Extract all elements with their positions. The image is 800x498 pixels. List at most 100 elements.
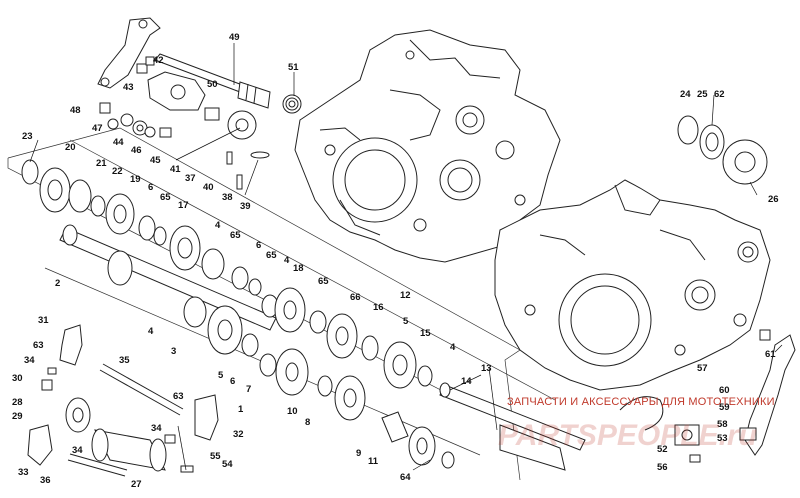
label-32: 32 <box>233 429 244 440</box>
label-52: 52 <box>657 444 668 455</box>
label-6a: 6 <box>148 182 153 193</box>
label-23: 23 <box>22 131 33 142</box>
output-shaft <box>439 382 586 471</box>
kick-plate-hole <box>170 84 186 100</box>
label-35: 35 <box>119 355 130 366</box>
kick-bolts <box>99 56 172 138</box>
label-65d: 65 <box>318 276 329 287</box>
label-7: 7 <box>246 384 251 395</box>
label-33: 33 <box>18 467 29 478</box>
label-51: 51 <box>288 62 299 73</box>
label-26: 26 <box>768 194 779 205</box>
label-66: 66 <box>350 292 361 303</box>
label-5b: 5 <box>218 370 224 381</box>
watermark-brand: PARTSPEOPLE.ru <box>498 419 757 452</box>
label-34b: 34 <box>151 423 162 434</box>
part-labels: 49 42 43 50 51 48 47 44 46 45 41 37 40 3… <box>12 32 779 490</box>
leader-lines <box>29 43 783 471</box>
label-13: 13 <box>481 363 492 374</box>
label-59: 59 <box>719 402 730 413</box>
label-36: 36 <box>40 475 51 486</box>
label-55: 55 <box>210 451 221 462</box>
label-63a: 63 <box>33 340 44 351</box>
label-8: 8 <box>305 417 310 428</box>
label-46: 46 <box>131 145 142 156</box>
label-5a: 5 <box>403 316 409 327</box>
label-29: 29 <box>12 411 23 422</box>
label-4b: 4 <box>284 255 290 266</box>
label-20: 20 <box>65 142 76 153</box>
kickstart-lever <box>97 17 271 109</box>
label-4c: 4 <box>450 342 456 353</box>
label-64: 64 <box>400 472 411 483</box>
label-37: 37 <box>185 173 196 184</box>
gear-stack-upper <box>21 159 262 296</box>
main-shaft <box>59 224 277 331</box>
kick-spring <box>282 94 302 114</box>
label-49: 49 <box>229 32 240 43</box>
label-54: 54 <box>222 459 233 470</box>
label-38: 38 <box>222 192 233 203</box>
label-4a: 4 <box>215 220 221 231</box>
label-44: 44 <box>113 137 124 148</box>
label-57: 57 <box>697 363 708 374</box>
label-45: 45 <box>150 155 161 166</box>
label-42: 42 <box>153 55 164 66</box>
gear-selector-lever <box>619 329 796 463</box>
label-58: 58 <box>717 419 728 430</box>
sprocket-assembly <box>677 115 768 185</box>
gear-stack-middle <box>207 287 433 389</box>
label-62: 62 <box>714 89 725 100</box>
label-48: 48 <box>70 105 81 116</box>
gear-stack-lower <box>259 348 455 469</box>
label-63b: 63 <box>173 391 184 402</box>
label-27: 27 <box>131 479 142 490</box>
label-56: 56 <box>657 462 668 473</box>
label-1: 1 <box>238 404 244 415</box>
label-30: 30 <box>12 373 23 384</box>
label-14: 14 <box>461 376 472 387</box>
label-40: 40 <box>203 182 214 193</box>
label-21: 21 <box>96 158 107 169</box>
label-39: 39 <box>240 201 251 212</box>
label-65b: 65 <box>230 230 241 241</box>
shift-mechanism <box>27 324 219 477</box>
ratchet-gear <box>204 107 270 190</box>
label-34a: 34 <box>24 355 35 366</box>
crankcase-lower <box>494 179 771 391</box>
crankcase-upper <box>294 29 561 263</box>
label-65a: 65 <box>160 192 171 203</box>
label-43: 43 <box>123 82 134 93</box>
label-41: 41 <box>170 164 181 175</box>
label-11: 11 <box>368 456 379 467</box>
label-31: 31 <box>38 315 49 326</box>
label-34c: 34 <box>72 445 83 456</box>
watermark-caption: ЗАПЧАСТИ И АКСЕССУАРЫ ДЛЯ МОТОТЕХНИКИ <box>507 396 775 408</box>
label-2: 2 <box>55 278 60 289</box>
label-9: 9 <box>356 448 361 459</box>
label-53: 53 <box>717 433 728 444</box>
label-22: 22 <box>112 166 123 177</box>
label-10: 10 <box>287 406 298 417</box>
label-25: 25 <box>697 89 708 100</box>
label-12: 12 <box>400 290 411 301</box>
label-4d: 4 <box>148 326 154 337</box>
label-6b: 6 <box>256 240 261 251</box>
label-3: 3 <box>171 346 176 357</box>
label-61: 61 <box>765 349 776 360</box>
label-50: 50 <box>207 79 218 90</box>
label-19: 19 <box>130 174 141 185</box>
label-47: 47 <box>92 123 103 134</box>
watermark: PARTSPEOPLE.ru ЗАПЧАСТИ И АКСЕССУАРЫ ДЛЯ… <box>498 396 775 452</box>
label-24: 24 <box>680 89 691 100</box>
label-28: 28 <box>12 397 23 408</box>
label-15: 15 <box>420 328 431 339</box>
kick-plate <box>147 71 206 111</box>
label-65c: 65 <box>266 250 277 261</box>
label-17: 17 <box>178 200 189 211</box>
label-6c: 6 <box>230 376 235 387</box>
label-16: 16 <box>373 302 384 313</box>
label-18: 18 <box>293 263 304 274</box>
